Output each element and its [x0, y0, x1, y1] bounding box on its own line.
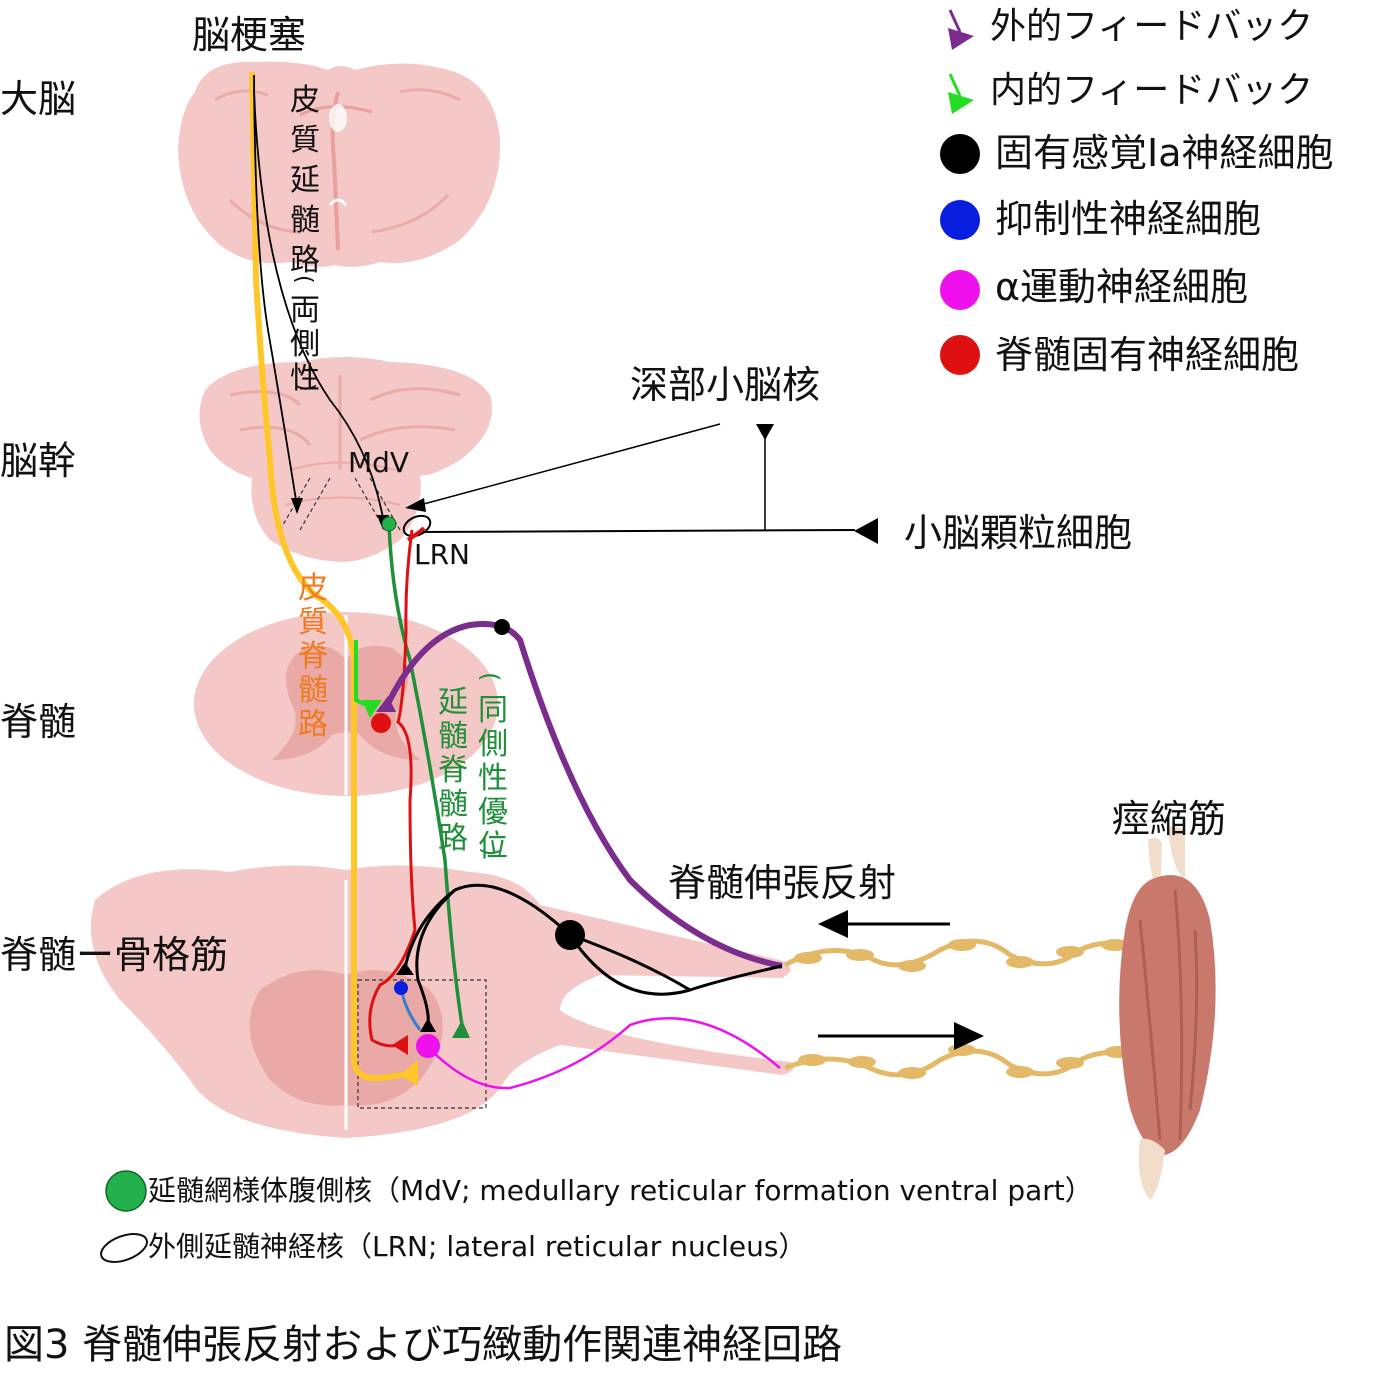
legend-label: 脊髄固有神経細胞	[995, 333, 1299, 377]
region-spinal-cord-label: 脊髄	[0, 700, 76, 744]
reticulospinal-char: 路	[438, 821, 468, 856]
external-feedback-pathway	[376, 619, 783, 969]
lrn-label: LRN	[414, 538, 470, 571]
ipsilateral-label: ( 同 側 性 優 位 )	[476, 672, 508, 864]
spastic-muscle	[1119, 826, 1216, 1200]
reticulospinal-char: 延	[438, 685, 468, 720]
legend-label: α運動神経細胞	[995, 265, 1248, 309]
inhibitory-pathway	[394, 981, 422, 1031]
reticulospinal-tract	[381, 516, 470, 1038]
corticobulbar-char: 路	[290, 243, 320, 278]
footnote-mdv: 延髄網様体腹側核（MdV; medullary reticular format…	[105, 1170, 1093, 1212]
corticobulbar-char: 側	[290, 327, 320, 362]
cerebellar-pathways	[402, 423, 878, 544]
legend-item-propriospinal-neuron: 脊髄固有神経細胞	[940, 333, 1299, 377]
corticobulbar-char: 性	[290, 361, 320, 396]
propriospinal-neuron	[371, 713, 391, 733]
ia-neuron-collateral	[494, 619, 510, 635]
corticobulbar-char: 延	[290, 163, 320, 198]
ipsilateral-char: 位	[478, 829, 508, 864]
lrn-nucleus	[402, 514, 432, 538]
stretch-reflex-label: 脊髄伸張反射	[668, 861, 896, 905]
ipsilateral-char: 優	[478, 795, 508, 830]
legend-item-ia-neuron: 固有感覚Ia神経細胞	[940, 131, 1334, 175]
corticospinal-label: 皮 質 脊 髄 路	[298, 571, 328, 742]
legend-item-external-feedback: 外的フィードバック	[948, 6, 1313, 50]
ipsilateral-char: )	[477, 847, 505, 856]
deep-cerebellar-nuclei-label: 深部小脳核	[630, 363, 820, 407]
legend-label: 外的フィードバック	[990, 6, 1313, 47]
footnote-lrn-text: 外側延髄神経核（LRN; lateral reticular nucleus）	[148, 1230, 806, 1263]
afferent-direction-arrow	[818, 910, 950, 938]
reticulospinal-label: 延 髄 脊 髄 路	[438, 685, 468, 856]
region-cerebrum-label: 大脳	[0, 77, 76, 121]
ipsilateral-char: 同	[478, 693, 508, 728]
corticobulbar-char: )	[293, 383, 318, 392]
corticobulbar-char: 質	[290, 123, 320, 158]
region-brainstem-label: 脳幹	[0, 439, 76, 483]
footnote-mdv-text: 延髄網様体腹側核（MdV; medullary reticular format…	[148, 1174, 1093, 1207]
purple-synapse-arrow-icon	[948, 9, 962, 33]
efferent-direction-arrow	[818, 1022, 984, 1050]
cerebellar-granule-cells-label: 小脳顆粒細胞	[904, 511, 1132, 555]
ipsilateral-char: (	[476, 672, 504, 681]
inhibitory-neuron	[394, 981, 408, 995]
ipsilateral-char: 側	[478, 727, 508, 762]
spinal-muscle-section	[90, 865, 794, 1138]
legend-item-inhibitory-neuron: 抑制性神経細胞	[940, 197, 1261, 241]
green-synapse-arrow-icon	[948, 73, 962, 97]
corticospinal-char: 質	[298, 605, 328, 640]
legend-item-internal-feedback: 内的フィードバック	[948, 70, 1313, 114]
corticospinal-char: 脊	[298, 639, 328, 674]
ellipse-icon	[100, 1233, 148, 1263]
green-dot-icon	[105, 1170, 147, 1212]
figure-caption: 図3 脊髄伸張反射および巧緻動作関連神経回路	[4, 1322, 842, 1368]
corticospinal-char: 髄	[298, 673, 328, 708]
blue-dot-icon	[940, 200, 980, 240]
legend-label: 固有感覚Ia神経細胞	[995, 131, 1334, 175]
alpha-motor-neuron	[416, 1034, 440, 1058]
corticospinal-tract	[249, 71, 418, 1086]
corticobulbar-label: 皮 質 延 髄 路 ( 両 側 性 )	[290, 83, 320, 396]
red-dot-icon	[940, 335, 980, 375]
motor-pathway	[416, 1017, 781, 1090]
mdv-label: MdV	[348, 446, 409, 479]
ipsilateral-char: 性	[478, 761, 508, 796]
corticobulbar-char: 両	[290, 293, 320, 328]
propriospinal-pathway	[368, 526, 426, 1055]
ia-afferent-pathway	[396, 883, 783, 1032]
corticospinal-char: 皮	[298, 571, 328, 606]
region-spinal-muscle-label: 脊髄ー骨格筋	[0, 933, 228, 977]
corticospinal-terminal-arrow	[400, 1060, 418, 1086]
spastic-muscle-label: 痙縮筋	[1112, 797, 1226, 841]
corticobulbar-char: 皮	[290, 83, 320, 118]
reticulospinal-char: 脊	[438, 753, 468, 788]
corticobulbar-char: (	[291, 275, 316, 284]
corticobulbar-char: 髄	[290, 203, 320, 238]
corticospinal-char: 路	[298, 707, 328, 742]
magenta-dot-icon	[940, 270, 980, 310]
ia-neuron-soma	[555, 920, 585, 950]
internal-feedback-terminal-arrow	[362, 700, 382, 718]
legend-label: 抑制性神経細胞	[995, 197, 1261, 241]
legend: 外的フィードバック 内的フィードバック 固有感覚Ia神経細胞 抑制性神経細胞 α…	[940, 6, 1334, 377]
cerebrum-section	[178, 61, 501, 267]
efferent-nerve-fiber	[784, 1044, 1142, 1079]
black-dot-icon	[940, 134, 980, 174]
stroke-title: 脳梗塞	[192, 13, 306, 57]
reticulospinal-char: 髄	[438, 787, 468, 822]
reticulospinal-char: 髄	[438, 719, 468, 754]
legend-item-motor-neuron: α運動神経細胞	[940, 265, 1248, 310]
mdv-nucleus	[381, 516, 397, 532]
legend-label: 内的フィードバック	[990, 70, 1313, 111]
afferent-nerve-fiber	[783, 938, 1142, 972]
footnote-lrn: 外側延髄神経核（LRN; lateral reticular nucleus）	[100, 1230, 806, 1263]
